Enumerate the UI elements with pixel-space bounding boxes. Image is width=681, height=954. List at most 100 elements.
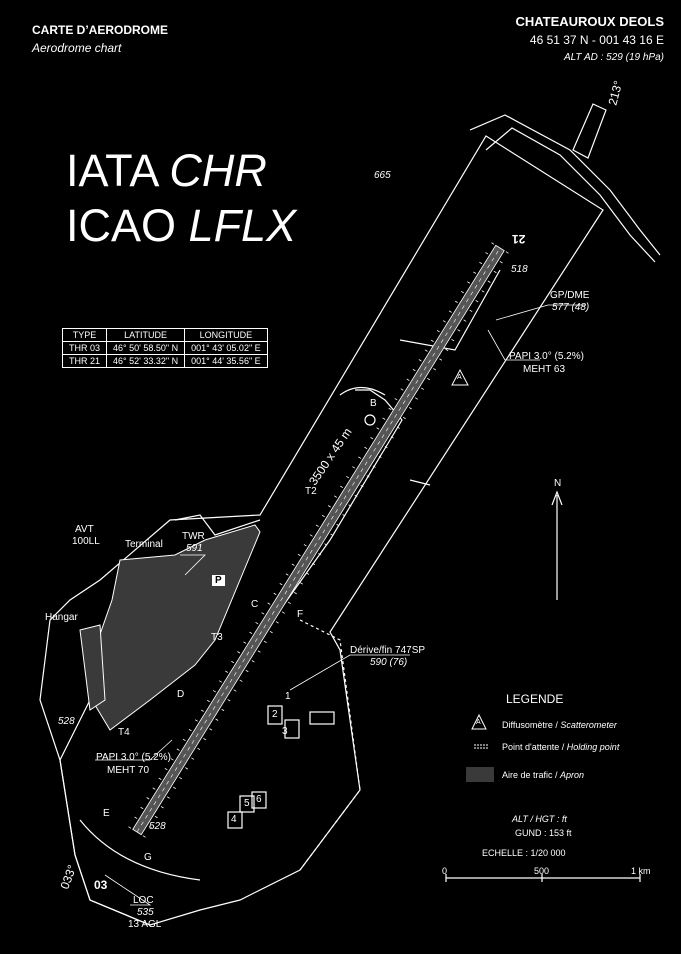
papi-03-label: PAPI 3.0° (5.2%) (96, 752, 171, 763)
runway-edge-light (406, 378, 410, 381)
taxiway-b-label: B (370, 398, 377, 409)
legend-scatter-symbol: A (476, 719, 481, 726)
runway-edge-light (225, 670, 229, 673)
stand-3-box (284, 719, 300, 739)
stand-3-label: 3 (282, 726, 288, 737)
table-header: TYPE (61, 328, 108, 342)
table-cell: 001° 44' 35.56" E (184, 354, 268, 368)
runway-edge-light (221, 708, 225, 712)
runway-edge-light (176, 748, 180, 751)
runway-edge-light (166, 796, 170, 799)
legend-separator: / (552, 720, 561, 730)
runway-edge-light (442, 320, 446, 323)
runway-edge-light (384, 446, 388, 449)
runway-edge-light (182, 738, 186, 742)
elevation-518: 518 (511, 264, 528, 275)
table-row: THR 21 46° 52' 33.32" N 001° 44' 35.56" … (61, 354, 268, 368)
stand-2-box (267, 705, 283, 725)
icao-value: LFLX (188, 200, 297, 251)
runway-edge-light (197, 747, 201, 751)
runway-edge-light (300, 582, 304, 585)
apron-swatch (466, 767, 494, 782)
runway-edge-light (206, 699, 210, 703)
runway-edge-light (493, 270, 497, 274)
papi-21-label: PAPI 3.0° (5.2%) (509, 351, 584, 362)
approach-lights (572, 103, 607, 159)
table-header-row: TYPE LATITUDE LONGITUDE (61, 328, 268, 342)
runway-edge-light (451, 338, 455, 342)
runway-edge-light (297, 553, 301, 557)
legend-apron: Aire de trafic / Apron (502, 770, 584, 780)
taxiway-t4-label: T4 (118, 727, 130, 738)
stand-1-label: 1 (285, 691, 291, 702)
fuel-label: 100LL (72, 536, 100, 547)
runway-edge-light (142, 835, 146, 838)
taxiway-f-label: F (297, 609, 304, 620)
terminal-label: Terminal (125, 539, 163, 550)
apron-area (79, 624, 106, 711)
runway-edge-light (394, 398, 398, 401)
runway-edge-light (348, 504, 352, 507)
runway-edge-light (487, 280, 491, 283)
leader-loc (104, 874, 152, 906)
runway-edge-light (191, 757, 195, 760)
north-label: N (554, 478, 562, 489)
runway-edge-light (179, 776, 183, 780)
taxiway-t2-label: T2 (305, 486, 317, 497)
runway-edge-light (342, 514, 346, 517)
runway-edge-light (203, 738, 207, 741)
table-cell: THR 03 (61, 341, 108, 355)
runway-edge-light (382, 417, 386, 420)
runway-edge-light (185, 767, 189, 770)
runway-edge-light (485, 252, 489, 255)
runway-edge-light (158, 777, 162, 780)
runway-edge-light (400, 388, 404, 391)
runway-edge-light (315, 524, 319, 527)
runway-21-marking: 21 (512, 232, 526, 246)
runway-edge-light (172, 786, 176, 789)
service-road (399, 269, 501, 351)
runway-edge-light (376, 427, 380, 430)
runway-edge-light (287, 601, 291, 605)
scatterometer-label: A (457, 374, 462, 381)
scale-tick-0: 0 (442, 866, 448, 876)
runway-edge-light (421, 387, 425, 390)
runway-03-21 (128, 242, 509, 838)
runway-edge-light (427, 377, 431, 381)
runway-centerline (136, 247, 501, 833)
runway-edge-light (439, 358, 443, 361)
runway-edge-light (245, 669, 249, 673)
scale-tick-500: 500 (534, 866, 550, 876)
service-road-2 (409, 479, 431, 486)
runway-edge-light (327, 505, 331, 508)
elevation-528: 528 (58, 716, 75, 727)
runway-edge-light (267, 602, 271, 605)
stand-5-label: 5 (244, 798, 250, 809)
scatterometer-triangle (471, 713, 487, 730)
runway-edge-light (318, 553, 322, 556)
runway-edge-light (128, 826, 132, 829)
runway-edge-light (257, 650, 261, 653)
parking-sign: P (212, 575, 225, 586)
runway-edge-light (364, 446, 368, 450)
runway-edge-light (255, 621, 259, 625)
twr-elevation: 591 (186, 543, 203, 554)
south-perimeter (59, 699, 151, 926)
twr-label: TWR (182, 531, 205, 542)
runway-edge-light (414, 397, 418, 400)
runway-edge-light (281, 611, 285, 614)
runway-edge-light (424, 349, 428, 352)
leader-papi-03 (95, 739, 173, 761)
obstacle-elevation: 665 (374, 170, 391, 181)
runway-edge-light (445, 348, 449, 351)
leader-gp-dme (495, 304, 585, 321)
runway-edge-light (219, 680, 223, 683)
stand-4-box (227, 811, 243, 829)
runway-edge-light (140, 806, 144, 810)
runway-edge-light (291, 563, 295, 566)
table-header: LONGITUDE (184, 328, 268, 342)
runway-edge-light (378, 455, 382, 459)
taxiway-g-label: G (144, 852, 152, 863)
runway-03-marking: 03 (94, 878, 108, 892)
runway-edge-light (336, 523, 340, 527)
